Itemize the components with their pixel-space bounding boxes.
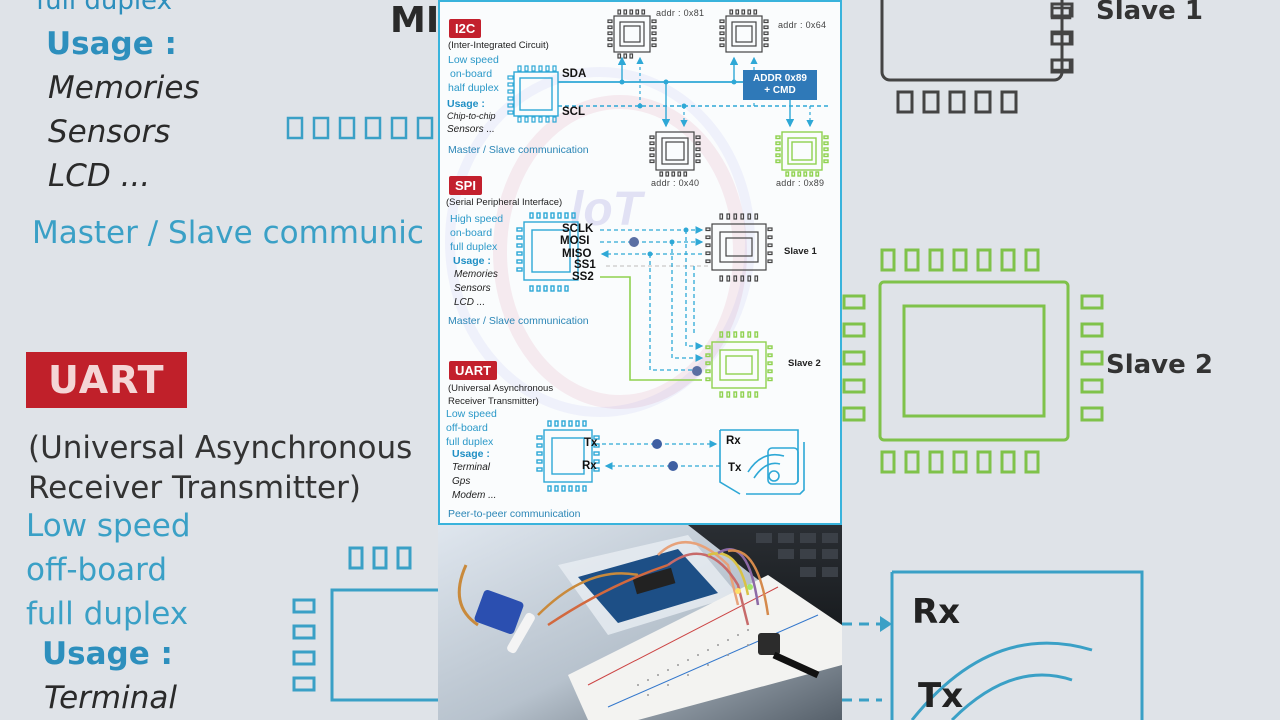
watermark-logo bbox=[445, 67, 755, 417]
spi-feature-board: on-board bbox=[450, 227, 493, 239]
background-right-panel: Slave 1 Slave 2 Rx Tx bbox=[842, 0, 1280, 720]
bg-slave-2: Slave 2 bbox=[1106, 350, 1213, 380]
i2c-slave-0x89 bbox=[775, 131, 829, 177]
addr-label-0x89: addr : 0x89 bbox=[776, 178, 825, 188]
uart-usage-gps: Gps bbox=[452, 476, 471, 487]
i2c-slave-0x81 bbox=[607, 9, 657, 59]
i2c-feature-duplex: half duplex bbox=[448, 82, 499, 94]
i2c-feature-board: on-board bbox=[450, 68, 493, 80]
uart-feature-board: off-board bbox=[446, 422, 488, 434]
spi-usage-sensors: Sensors bbox=[454, 283, 491, 294]
uart-peer-device bbox=[719, 429, 805, 495]
addr-cmd-line-1: ADDR 0x89 bbox=[753, 73, 807, 84]
spi-pin-miso: MISO bbox=[562, 248, 592, 260]
uart-peer-pin-rx: Rx bbox=[726, 435, 741, 447]
spi-pin-sclk: SCLK bbox=[562, 223, 594, 235]
bg-top-fragment: full duplex bbox=[36, 0, 172, 16]
bg-slave-1: Slave 1 bbox=[1096, 0, 1203, 26]
bg-feature-1: Low speed bbox=[26, 508, 191, 544]
breadboard-photo bbox=[438, 525, 842, 720]
protocol-diagram-card: loT bbox=[438, 0, 842, 525]
spi-badge: SPI bbox=[449, 176, 482, 195]
i2c-communication: Master / Slave communication bbox=[448, 144, 589, 156]
bg-item-lcd: LCD ... bbox=[48, 158, 151, 194]
i2c-badge: I2C bbox=[449, 19, 482, 38]
bg-feature-2: off-board bbox=[26, 552, 168, 588]
bg-communication: Master / Slave communic bbox=[32, 215, 424, 251]
bg-item-terminal: Terminal bbox=[44, 680, 177, 716]
uart-feature-speed: Low speed bbox=[446, 408, 497, 420]
bg-chip-pins bbox=[286, 116, 434, 140]
i2c-usage-sensors: Sensors ... bbox=[447, 124, 495, 135]
i2c-slave-0x64 bbox=[719, 9, 769, 53]
bg-usage-label-2: Usage : bbox=[42, 636, 173, 672]
spi-master-chip bbox=[516, 212, 579, 292]
bg-item-memories: Memories bbox=[48, 70, 200, 106]
i2c-pin-scl: SCL bbox=[562, 106, 585, 118]
spi-slave-1-label: Slave 1 bbox=[784, 246, 817, 257]
bg-fragment: MI bbox=[390, 0, 438, 41]
bg-item-sensors: Sensors bbox=[48, 114, 171, 150]
diagram-lines bbox=[507, 9, 829, 495]
bg-usage-label: Usage : bbox=[46, 26, 177, 62]
addr-cmd-box: ADDR 0x89 + CMD bbox=[743, 70, 817, 100]
uart-usage-modem: Modem ... bbox=[452, 490, 497, 501]
i2c-usage-chip: Chip-to-chip bbox=[447, 111, 496, 121]
spi-pin-ss2: SS2 bbox=[572, 271, 594, 283]
spi-communication: Master / Slave communication bbox=[448, 315, 589, 327]
uart-peer-pin-tx: Tx bbox=[728, 462, 742, 474]
spi-slave-1-chip bbox=[705, 213, 773, 282]
addr-label-0x40: addr : 0x40 bbox=[651, 178, 700, 188]
spi-slave-2-label: Slave 2 bbox=[788, 358, 821, 369]
addr-label-0x64: addr : 0x64 bbox=[778, 20, 827, 30]
bg-right-chips bbox=[842, 0, 1144, 720]
i2c-pin-sda: SDA bbox=[562, 68, 587, 80]
spi-usage-label: Usage : bbox=[453, 255, 491, 267]
spi-usage-memories: Memories bbox=[454, 269, 498, 280]
uart-usage-terminal: Terminal bbox=[452, 462, 490, 473]
uart-pin-tx: Tx bbox=[584, 437, 598, 449]
bg-uart-subtitle-1: (Universal Asynchronous bbox=[28, 430, 413, 466]
i2c-slave-0x40 bbox=[649, 131, 701, 177]
uart-pin-rx: Rx bbox=[582, 460, 597, 472]
bg-pin-tx: Tx bbox=[918, 676, 964, 716]
background-left-panel: full duplex Usage : Memories Sensors LCD… bbox=[0, 0, 438, 720]
bg-uart-subtitle-2: Receiver Transmitter) bbox=[28, 470, 361, 506]
i2c-master-chip bbox=[507, 65, 559, 123]
breadboard-illustration bbox=[438, 525, 842, 720]
spi-pin-ss1: SS1 bbox=[574, 259, 596, 271]
uart-device-chip bbox=[536, 420, 600, 492]
bg-uart-chip bbox=[292, 546, 438, 702]
spi-usage-lcd: LCD ... bbox=[454, 297, 486, 308]
watermark-text: loT bbox=[570, 183, 642, 236]
spi-pin-mosi: MOSI bbox=[560, 235, 590, 247]
spi-feature-speed: High speed bbox=[450, 213, 504, 225]
spi-subtitle: (Serial Peripheral Interface) bbox=[446, 197, 563, 208]
i2c-usage-label: Usage : bbox=[447, 98, 485, 110]
uart-badge: UART bbox=[449, 361, 498, 380]
spi-feature-duplex: full duplex bbox=[450, 241, 498, 253]
uart-communication: Peer-to-peer communication bbox=[448, 508, 581, 520]
spi-slave-2-chip bbox=[705, 331, 773, 398]
addr-label-0x81: addr : 0x81 bbox=[656, 8, 705, 18]
uart-feature-duplex: full duplex bbox=[446, 436, 494, 448]
bg-pin-rx: Rx bbox=[912, 592, 961, 632]
bg-uart-badge: UART bbox=[26, 352, 187, 408]
i2c-feature-speed: Low speed bbox=[448, 54, 499, 66]
i2c-subtitle: (Inter-Integrated Circuit) bbox=[448, 40, 549, 51]
uart-subtitle-1: (Universal Asynchronous bbox=[448, 383, 554, 394]
uart-usage-label: Usage : bbox=[452, 448, 490, 460]
bg-feature-3: full duplex bbox=[26, 596, 189, 632]
uart-subtitle-2: Receiver Transmitter) bbox=[448, 396, 539, 407]
addr-cmd-line-2: + CMD bbox=[764, 85, 796, 96]
